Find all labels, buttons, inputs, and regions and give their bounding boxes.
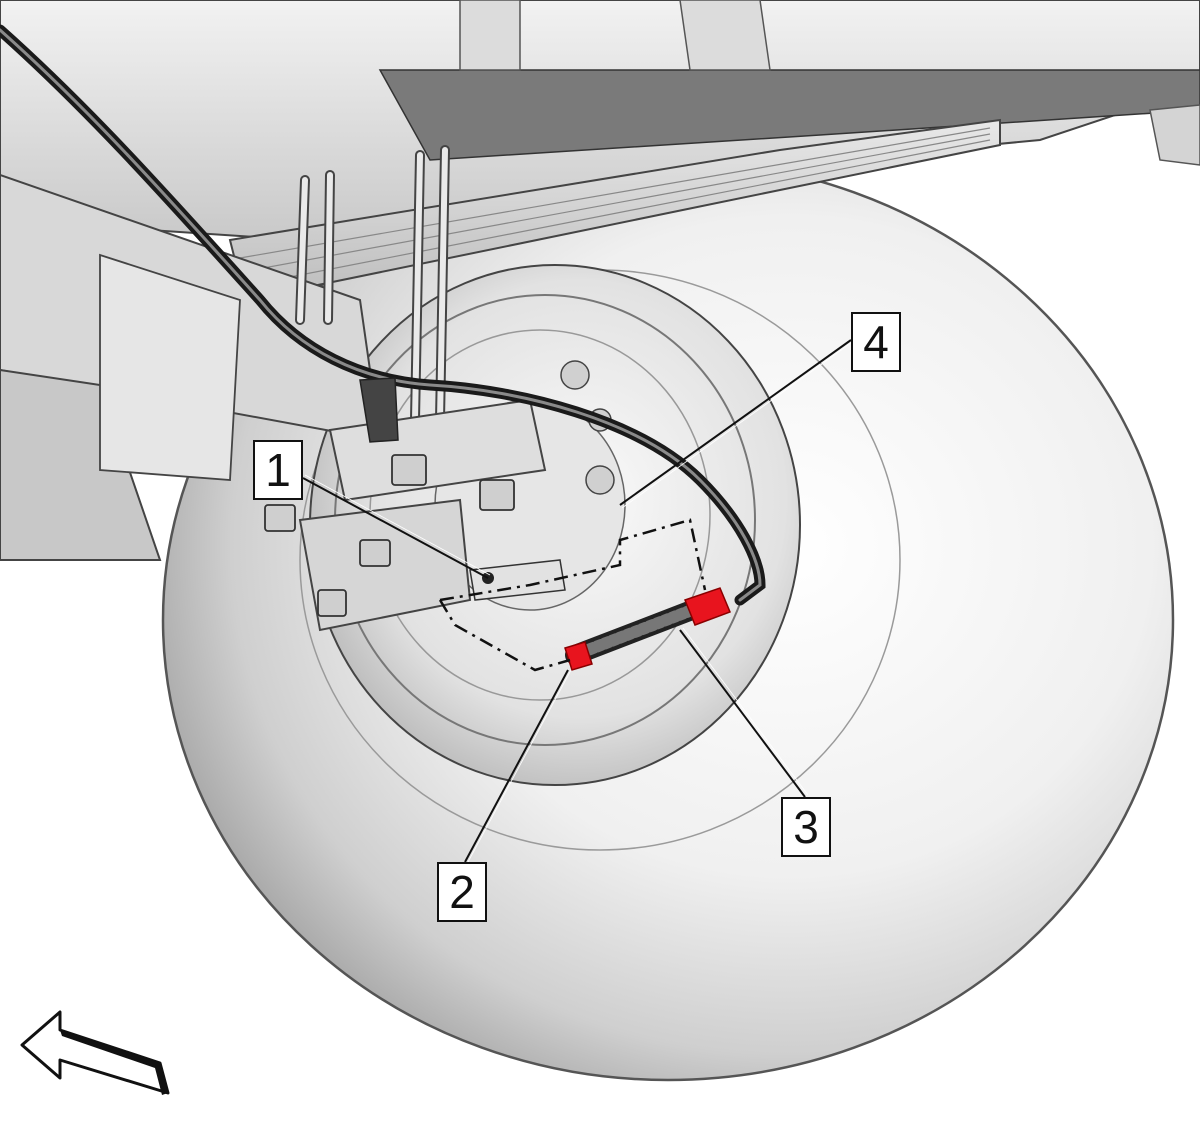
callout-3: 3 <box>781 797 831 857</box>
axle-housing <box>0 173 382 561</box>
callout-1: 1 <box>253 440 303 500</box>
fastener-nuts <box>264 454 515 617</box>
flexible-brake-hose <box>565 595 715 665</box>
leader-lines <box>302 339 852 863</box>
wheel-cylinder-fitting <box>469 559 566 601</box>
pipe-clip <box>359 377 399 443</box>
hose-fitting-upper <box>684 587 731 626</box>
callout-2: 2 <box>437 862 487 922</box>
hose-fitting-lower <box>564 641 593 671</box>
arrow-left-outline-icon <box>20 1010 170 1095</box>
callout-4: 4 <box>851 312 901 372</box>
phantom-outline <box>438 518 707 672</box>
